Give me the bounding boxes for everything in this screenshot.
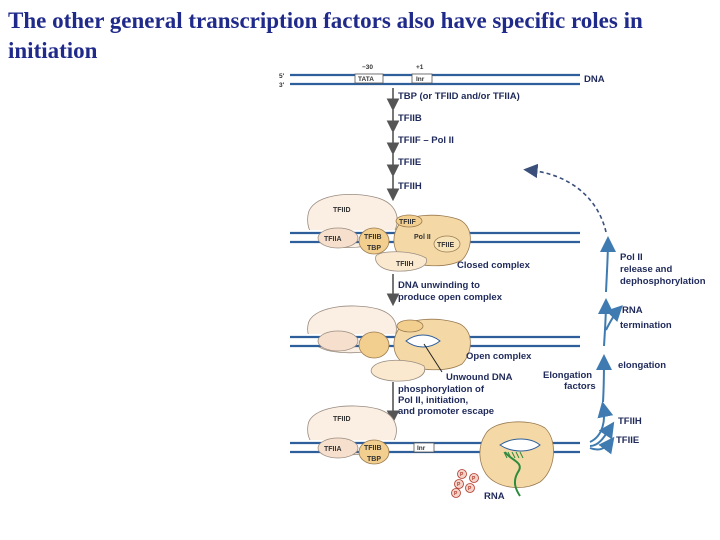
tbp-label: TBP bbox=[367, 245, 381, 252]
termination-label: termination bbox=[620, 320, 672, 331]
tfiia-label: TFIIA bbox=[324, 236, 342, 243]
tfiib-tbp-shape bbox=[358, 439, 390, 465]
tfiie-shape bbox=[433, 235, 461, 253]
phosphate-icon bbox=[451, 488, 461, 498]
inr-label: Inr bbox=[417, 445, 426, 452]
transcription-cycle: Elongation factors TFIIH TFIIE elongatio… bbox=[523, 163, 706, 455]
rna-dna-hybrid bbox=[503, 451, 524, 459]
open-complex: Open complex Unwound DNA bbox=[290, 305, 580, 383]
initiation-complex: TFIID TFIIA TFIIB TBP Inr P P P P P RNA bbox=[290, 405, 580, 502]
inr-label: Inr bbox=[416, 76, 425, 83]
closed-complex-label: Closed complex bbox=[457, 260, 531, 271]
pol-ii-shape bbox=[479, 421, 554, 488]
phosphate-label: P bbox=[457, 482, 461, 488]
elongation-factors-line2: factors bbox=[564, 381, 596, 392]
phosphate-groups: P P P P P bbox=[451, 469, 479, 498]
step-label-tfiif-polii: TFIIF – Pol II bbox=[398, 135, 454, 146]
phosphorylation-line1: phosphorylation of bbox=[398, 384, 485, 395]
tfiib-label: TFIIB bbox=[364, 445, 382, 452]
inr-box bbox=[413, 442, 435, 453]
tata-label: TATA bbox=[358, 76, 374, 83]
phosphate-icon bbox=[469, 473, 479, 483]
phosphate-icon bbox=[454, 479, 464, 489]
tfiif-label: TFIIF bbox=[399, 219, 416, 226]
step-label-tfiib: TFIIB bbox=[398, 113, 422, 124]
cycle-arrow-to-tfiih bbox=[589, 401, 614, 443]
phosphate-icon bbox=[465, 483, 475, 493]
elongation-factors-line1: Elongation bbox=[543, 370, 592, 381]
closed-complex: TFIID TFIIA Pol II TFIIB TBP TFIIF TFIIE… bbox=[290, 193, 580, 272]
rna-release-label: RNA bbox=[622, 305, 643, 316]
step-label-tbp: TBP (or TFIID and/or TFIIA) bbox=[398, 91, 520, 102]
promoter-dna: −30 +1 5′ 3′ TATA Inr DNA bbox=[279, 64, 605, 89]
open-complex-label: Open complex bbox=[466, 351, 532, 362]
tfiib-label: TFIIB bbox=[364, 234, 382, 241]
recycle-dashed-arrow bbox=[523, 163, 607, 233]
phosphorylation-line3: and promoter escape bbox=[398, 406, 494, 417]
unwound-dna-pointer bbox=[423, 343, 443, 373]
tfiih-release-label: TFIIH bbox=[618, 416, 642, 427]
tfiie-release-arrow bbox=[589, 436, 615, 455]
tfiih-shape bbox=[375, 251, 428, 272]
release-label-line1: Pol II bbox=[620, 252, 643, 263]
release-label-line3: dephosphorylation bbox=[620, 276, 706, 287]
tfiia-shape bbox=[317, 437, 359, 459]
unwound-dna-label: Unwound DNA bbox=[446, 372, 513, 383]
tfiif-shape bbox=[395, 214, 423, 228]
tfiia-shape bbox=[317, 227, 359, 249]
unwinding-label-line1: DNA unwinding to bbox=[398, 280, 480, 291]
elongation-label: elongation bbox=[618, 360, 666, 371]
rna-label: RNA bbox=[484, 491, 505, 502]
dna-label: DNA bbox=[584, 74, 605, 85]
assembly-steps: TBP (or TFIID and/or TFIIA) TFIIB TFIIF … bbox=[386, 88, 520, 202]
tata-box bbox=[354, 73, 384, 84]
release-arrow bbox=[599, 236, 616, 293]
transcription-bubble bbox=[499, 438, 541, 452]
tfiif-shape bbox=[396, 319, 424, 333]
five-prime-label: 5′ bbox=[279, 73, 285, 80]
phosphorylation-line2: Pol II, initiation, bbox=[398, 395, 468, 406]
tfiie-release-label: TFIIE bbox=[616, 435, 639, 446]
release-label-line2: release and bbox=[620, 264, 672, 275]
tfiih-label: TFIIH bbox=[396, 261, 414, 268]
tfiih-shape bbox=[370, 359, 426, 382]
position-plus1-label: +1 bbox=[416, 64, 424, 71]
step-label-tfiih: TFIIH bbox=[398, 181, 422, 192]
unwound-dna-bubble bbox=[405, 334, 441, 348]
termination-arrow bbox=[597, 298, 614, 347]
phosphate-label: P bbox=[472, 476, 476, 482]
tfiid-label: TFIID bbox=[333, 416, 351, 423]
tfiia-shape bbox=[317, 330, 359, 352]
tfiib-tbp-shape bbox=[358, 227, 390, 255]
position-minus30-label: −30 bbox=[362, 64, 373, 71]
phosphate-label: P bbox=[454, 491, 458, 497]
inr-box bbox=[411, 73, 433, 84]
tfiia-label: TFIIA bbox=[324, 446, 342, 453]
tfiid-label: TFIID bbox=[333, 207, 351, 214]
tfiib-tbp-shape bbox=[358, 331, 390, 359]
phosphate-label: P bbox=[460, 472, 464, 478]
three-prime-label: 3′ bbox=[279, 82, 285, 89]
step-label-tfiie: TFIIE bbox=[398, 157, 421, 168]
slide-title: The other general transcription factors … bbox=[8, 8, 643, 63]
phosphate-icon bbox=[457, 469, 467, 479]
elongation-arrow bbox=[595, 354, 612, 403]
unwinding-label-line2: produce open complex bbox=[398, 292, 503, 303]
tbp-label: TBP bbox=[367, 456, 381, 463]
pol-ii-label: Pol II bbox=[414, 234, 431, 241]
phosphate-label: P bbox=[468, 486, 472, 492]
tfiie-label: TFIIE bbox=[437, 242, 454, 249]
rna-release-arrow bbox=[605, 305, 623, 331]
